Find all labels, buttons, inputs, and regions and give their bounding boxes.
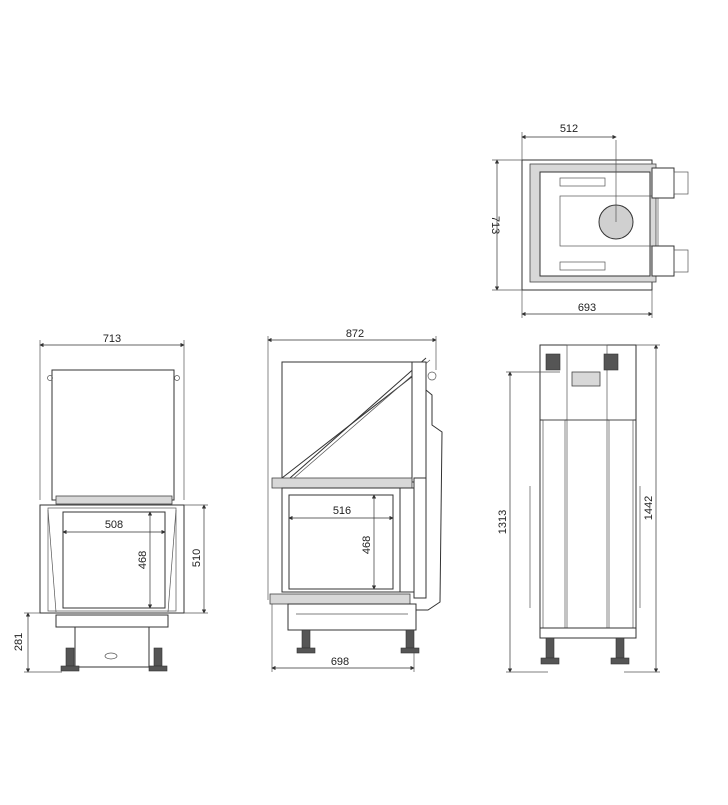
- side-base-rail: [269, 593, 411, 605]
- top-view-flue-plate: [559, 195, 659, 247]
- front-foot-right-leg: [153, 647, 163, 667]
- top-view: 512 713 693: [489, 123, 689, 318]
- front-foot-left-pad: [60, 665, 80, 672]
- front-base-stand: [74, 626, 150, 668]
- back-base-plate: [539, 627, 637, 639]
- front-foot-right-pad: [148, 665, 168, 672]
- side-back-column-upper: [411, 361, 427, 483]
- dim-label-1313: 1313: [497, 510, 509, 534]
- front-hood-bolt-right: [174, 375, 180, 381]
- top-view-clip-upper: [673, 171, 689, 195]
- side-hood-diagonal-2: [293, 359, 431, 479]
- back-foot-right-pad: [610, 657, 630, 665]
- side-foot-right-pad: [400, 647, 420, 654]
- side-foot-left-leg: [301, 629, 311, 649]
- dim-label-281: 281: [13, 633, 25, 651]
- dim-label-693: 693: [578, 302, 596, 314]
- back-foot-right-leg: [615, 637, 625, 659]
- top-view-inner-panel: [539, 171, 651, 277]
- dim-label-508: 508: [105, 519, 123, 531]
- back-bracket-right: [603, 353, 619, 371]
- dim-label-516: 516: [333, 505, 351, 517]
- front-base-plate: [55, 614, 169, 628]
- front-frame-edge-right: [167, 509, 177, 613]
- dim-label-512: 512: [560, 123, 578, 135]
- top-view-slot-upper: [559, 177, 606, 187]
- back-main-body: [539, 419, 637, 629]
- dim-label-468-side: 468: [361, 536, 373, 554]
- side-top-plate: [271, 477, 413, 489]
- side-top-fitting: [427, 371, 437, 381]
- top-view-bracket-lower: [651, 245, 675, 277]
- side-hood-diagonal-1: [289, 357, 427, 479]
- dim-label-468-front: 468: [137, 551, 149, 569]
- dim-label-713-top-view: 713: [489, 216, 501, 234]
- front-hood-lip: [55, 495, 173, 505]
- front-foot-left-leg: [65, 647, 75, 667]
- front-body-inner: [47, 507, 177, 612]
- front-view: 713 508 468 510 281: [13, 333, 208, 673]
- side-back-column-lower: [413, 477, 427, 599]
- back-view: 1313 1442: [497, 344, 660, 673]
- back-foot-left-pad: [540, 657, 560, 665]
- back-bracket-left: [545, 353, 561, 371]
- dim-label-698: 698: [331, 656, 349, 668]
- front-base-hole: [104, 652, 118, 660]
- top-view-bracket-upper: [651, 167, 675, 199]
- side-view: 872 516 468 698: [267, 328, 443, 672]
- top-view-clip-lower: [673, 249, 689, 273]
- dim-label-872: 872: [346, 328, 364, 340]
- top-view-slot-lower: [559, 261, 606, 271]
- side-hood-panel: [281, 361, 419, 480]
- back-foot-left-leg: [545, 637, 555, 659]
- side-foot-left-pad: [296, 647, 316, 654]
- back-flue-window: [571, 371, 601, 387]
- side-door-frame: [399, 487, 415, 593]
- front-hood-bolt-left: [47, 375, 53, 381]
- side-back-profile: [414, 389, 443, 611]
- dim-label-510: 510: [191, 549, 203, 567]
- side-foot-right-leg: [405, 629, 415, 649]
- front-hood-panel: [51, 369, 175, 501]
- dim-label-713-front: 713: [103, 333, 121, 345]
- dim-label-1442: 1442: [643, 496, 655, 520]
- front-frame-edge-left: [47, 509, 57, 613]
- side-base-stand: [287, 603, 417, 631]
